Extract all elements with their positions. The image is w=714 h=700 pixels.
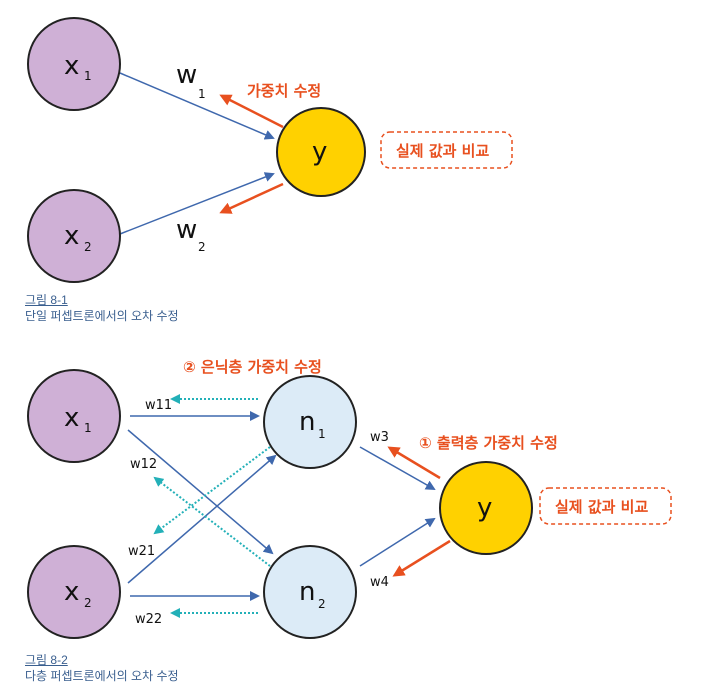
weight-w22-label: w22 xyxy=(135,612,162,627)
backprop-arrow-w1 xyxy=(219,94,284,129)
weight-w4-label: w4 xyxy=(370,575,389,590)
edge-x2-y xyxy=(119,172,275,235)
weight-w2-sub: 2 xyxy=(198,240,206,254)
node-x2-label: x xyxy=(64,221,79,251)
node-n1-sub: 1 xyxy=(318,427,326,441)
edge-x2-n1 xyxy=(127,454,277,584)
node2-x1-label: x xyxy=(64,403,79,433)
hidden-layer-annotation: ② 은닉층 가중치 수정 xyxy=(183,358,322,376)
figure-2: x 1 x 2 n 1 n 2 y w11 w12 w21 w22 w3 w4 … xyxy=(27,358,672,639)
edge-x1-n2 xyxy=(127,429,274,555)
weight-w1-sub: 1 xyxy=(198,87,206,101)
figure-1: x 1 x 2 y w 1 w 2 가중치 수정 실제 값과 비교 xyxy=(27,17,513,283)
node2-x1-sub: 1 xyxy=(84,421,92,435)
hidden-node-n2 xyxy=(263,545,357,639)
node-x2-sub: 2 xyxy=(84,240,92,254)
figure-2-caption: 그림 8-2 다층 퍼셉트론에서의 오차 수정 xyxy=(25,652,179,684)
figure-1-caption-desc: 단일 퍼셉트론에서의 오차 수정 xyxy=(25,309,179,323)
weight-w21-label: w21 xyxy=(128,544,155,559)
weight-update-annotation: 가중치 수정 xyxy=(247,82,321,100)
compare-box-text: 실제 값과 비교 xyxy=(396,142,489,160)
figure-2-caption-desc: 다층 퍼셉트론에서의 오차 수정 xyxy=(25,669,179,683)
node-n2-label: n xyxy=(299,577,315,607)
node-n1-label: n xyxy=(299,407,315,437)
node-x1-label: x xyxy=(64,51,79,81)
weight-w3-label: w3 xyxy=(370,430,389,445)
node-x1-sub: 1 xyxy=(84,69,92,83)
figure-2-caption-title: 그림 8-2 xyxy=(25,653,68,667)
hidden-node-n1 xyxy=(263,375,357,469)
output-node-y xyxy=(439,461,533,555)
output-backprop-w4 xyxy=(392,539,451,577)
weight-w1-label: w xyxy=(176,60,197,90)
node2-y-label: y xyxy=(477,493,492,523)
node2-x2-sub: 2 xyxy=(84,596,92,610)
input-node-x2 xyxy=(27,189,121,283)
compare-box xyxy=(380,131,513,169)
hidden-backprop-w21 xyxy=(153,446,271,535)
compare-box-2 xyxy=(539,487,672,525)
edge-n1-y xyxy=(359,446,436,490)
input-node-x1 xyxy=(27,17,121,111)
hidden-backprop-w12 xyxy=(153,476,271,567)
node-y-label: y xyxy=(312,137,327,167)
output-node-y xyxy=(276,107,366,197)
figure-1-caption: 그림 8-1 단일 퍼셉트론에서의 오차 수정 xyxy=(25,292,179,324)
input-node-x2 xyxy=(27,545,121,639)
edge-x1-y xyxy=(119,72,275,140)
weight-w2-label: w xyxy=(176,215,197,245)
weight-w12-label: w12 xyxy=(130,457,157,472)
backprop-arrow-w2 xyxy=(219,182,284,214)
figure-1-caption-title: 그림 8-1 xyxy=(25,293,68,307)
edge-n2-y xyxy=(359,517,436,567)
compare-box-2-text: 실제 값과 비교 xyxy=(555,498,648,516)
input-node-x1 xyxy=(27,369,121,463)
node-n2-sub: 2 xyxy=(318,597,326,611)
weight-w11-label: w11 xyxy=(145,398,172,413)
output-layer-annotation: ① 출력층 가중치 수정 xyxy=(419,434,558,452)
output-backprop-w3 xyxy=(387,446,441,480)
node2-x2-label: x xyxy=(64,577,79,607)
